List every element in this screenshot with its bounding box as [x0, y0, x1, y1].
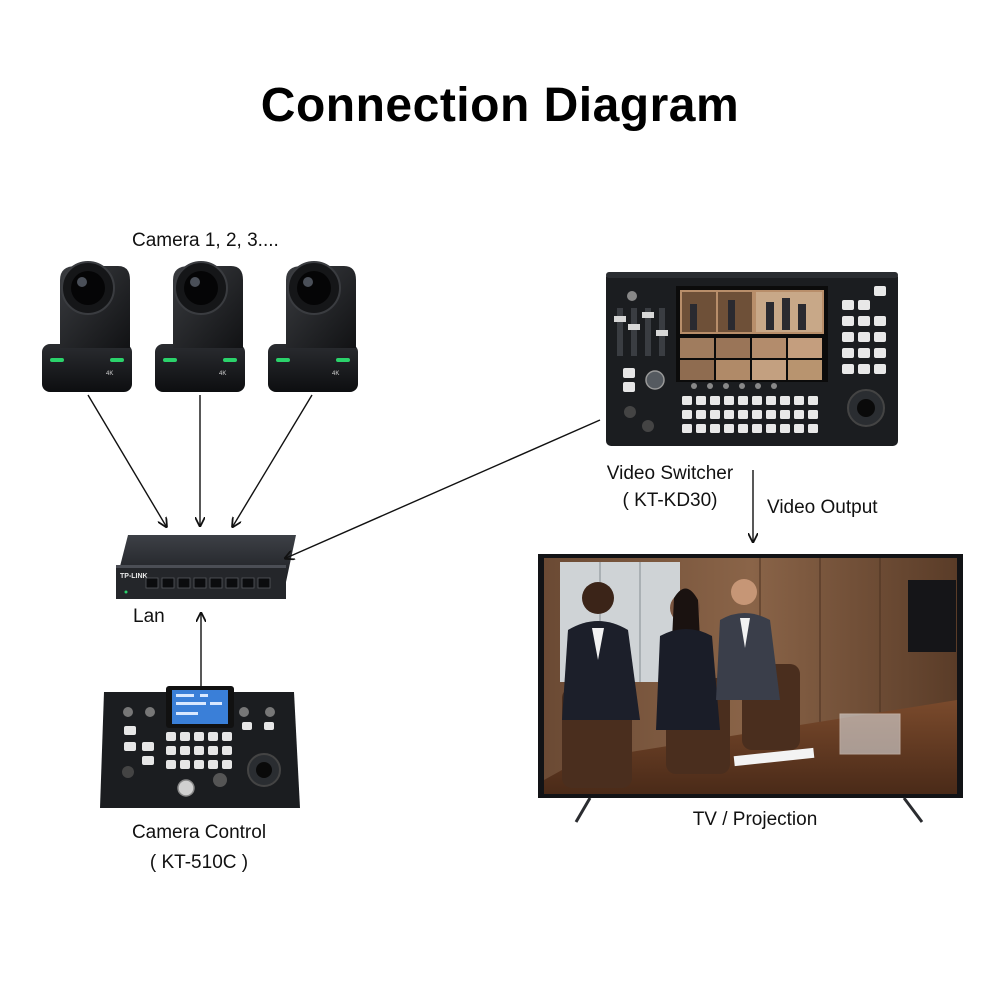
camera-4k-badge: 4K [106, 371, 113, 377]
arrow-camera3-to-switch [233, 394, 313, 526]
svg-text:4K: 4K [219, 371, 226, 377]
video-switcher-model: ( KT-KD30) [622, 490, 718, 511]
lan-label: Lan [133, 606, 165, 627]
camera-control-model: ( KT-510C ) [149, 852, 249, 873]
tv-display [538, 554, 963, 823]
connection-arrows [87, 394, 753, 686]
arrow-camera1-to-switch [87, 394, 166, 526]
tv-projection-label: TV / Projection [692, 809, 818, 830]
svg-text:4K: 4K [332, 371, 339, 377]
arrow-videoswitcher-to-switch [286, 419, 601, 558]
ptz-camera-1: 4K [42, 261, 132, 392]
cameras-label: Camera 1, 2, 3.... [132, 230, 279, 251]
diagram-title: Connection Diagram [260, 79, 740, 132]
video-switcher-label: Video Switcher [606, 463, 734, 484]
network-switch: TP-LINK [116, 535, 296, 599]
ptz-camera-3: 4K [268, 261, 358, 392]
camera-control-device [100, 686, 300, 808]
video-output-label: Video Output [767, 497, 878, 518]
switch-brand-logo: TP-LINK [120, 573, 148, 580]
video-switcher-device [606, 272, 898, 446]
camera-control-label: Camera Control [131, 822, 267, 843]
ptz-camera-2: 4K [155, 261, 245, 392]
